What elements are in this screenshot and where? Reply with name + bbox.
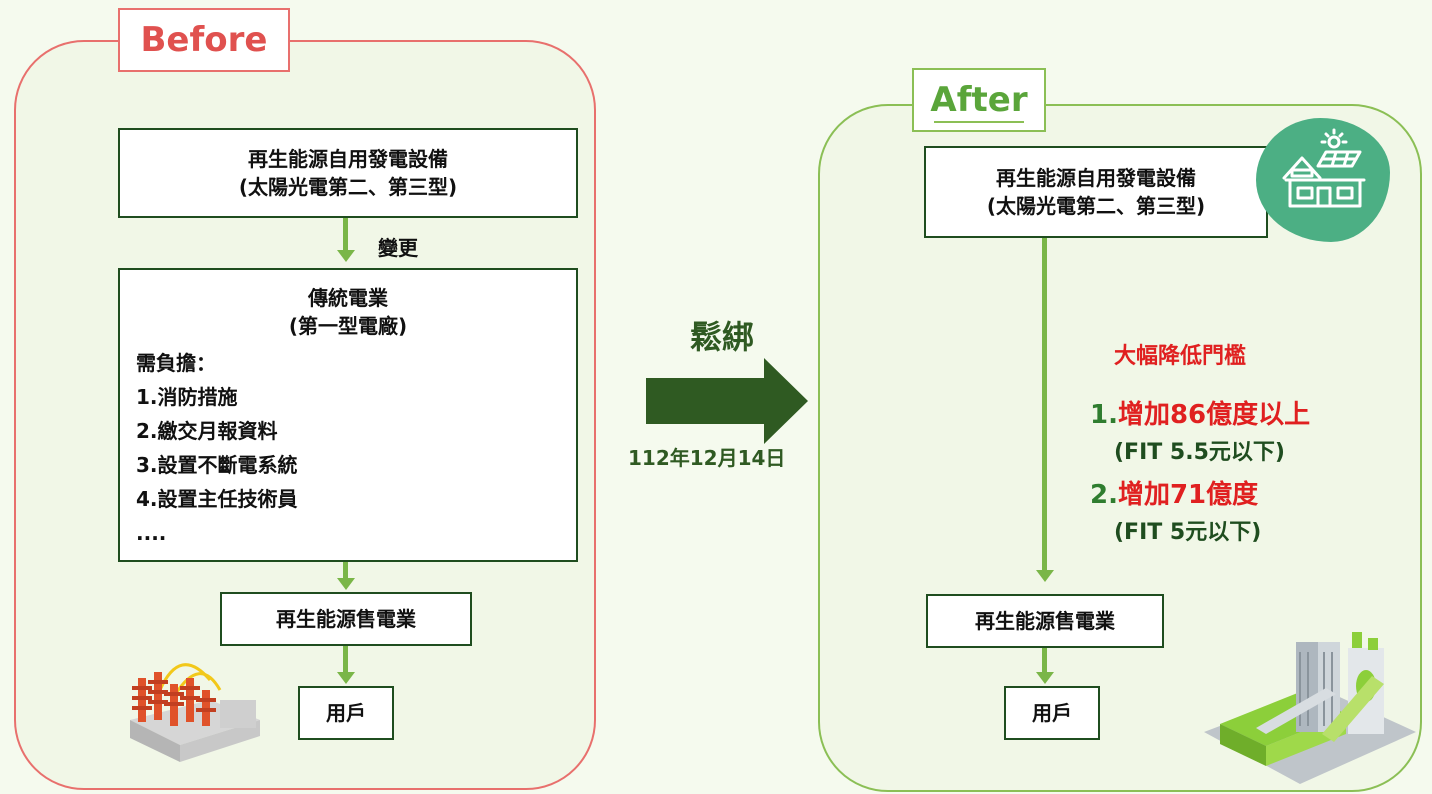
benefit-point-2-text: 增加71億度 [1117, 480, 1259, 510]
deregulation-date: 112年12月14日 [628, 446, 786, 470]
after-arrow-1 [1042, 238, 1047, 572]
benefit-point-2-num: 2. [1090, 480, 1118, 510]
after-self-use-box: 再生能源自用發電設備 (太陽光電第二、第三型) [924, 146, 1268, 238]
burden-item: 1.消防措施 [136, 385, 238, 409]
burden-heading: 需負擔： [136, 351, 216, 375]
benefit-point-1: 1.增加86億度以上 [1090, 394, 1310, 431]
big-right-arrow [646, 358, 808, 444]
benefit-point-1-text: 增加86億度以上 [1117, 400, 1311, 430]
burden-item: 3.設置不斷電系統 [136, 453, 298, 477]
after-arrow-1-head [1036, 570, 1054, 582]
traditional-utility-title: 傳統電業 [308, 286, 388, 310]
burden-item: 4.設置主任技術員 [136, 487, 298, 511]
after-self-use-line2: (太陽光電第二、第三型) [986, 194, 1206, 218]
after-arrow-2 [1042, 648, 1047, 674]
before-arrow-1 [343, 218, 348, 252]
after-seller-box: 再生能源售電業 [926, 594, 1164, 648]
before-arrow-3 [343, 646, 348, 674]
benefit-point-1-num: 1. [1090, 400, 1118, 430]
before-arrow-2 [343, 562, 348, 580]
before-arrow-2-head [337, 578, 355, 590]
after-arrow-2-head [1036, 672, 1054, 684]
burden-item: 2.繳交月報資料 [136, 419, 278, 443]
traditional-utility-subtitle: (第一型電廠) [288, 314, 408, 338]
before-seller-box: 再生能源售電業 [220, 592, 472, 646]
benefit-point-2-sub: (FIT 5元以下) [1114, 520, 1262, 545]
deregulation-label: 鬆綁 [690, 318, 755, 356]
after-user-box: 用戶 [1004, 686, 1100, 740]
burden-list: 需負擔： 1.消防措施 2.繳交月報資料 3.設置不斷電系統 4.設置主任技術員… [136, 346, 298, 550]
before-self-use-line2: (太陽光電第二、第三型) [238, 175, 458, 199]
before-arrow-1-head [337, 250, 355, 262]
before-arrow-3-head [337, 672, 355, 684]
threshold-highlight: 大幅降低門檻 [1114, 344, 1247, 369]
solar-house-icon [1282, 128, 1366, 208]
after-tag: After [912, 68, 1046, 132]
before-tag: Before [118, 8, 290, 72]
before-self-use-box: 再生能源自用發電設備 (太陽光電第二、第三型) [118, 128, 578, 218]
change-label: 變更 [378, 236, 418, 260]
benefit-point-2: 2.增加71億度 [1090, 474, 1258, 511]
traditional-utility-box: 傳統電業 (第一型電廠) [118, 268, 578, 562]
after-self-use-line1: 再生能源自用發電設備 [996, 166, 1196, 190]
substation-illustration [130, 663, 260, 762]
green-factory-illustration [1204, 632, 1416, 784]
burden-item: .... [136, 521, 167, 545]
benefit-point-1-sub: (FIT 5.5元以下) [1114, 440, 1285, 465]
before-user-box: 用戶 [298, 686, 394, 740]
before-self-use-line1: 再生能源自用發電設備 [248, 147, 448, 171]
